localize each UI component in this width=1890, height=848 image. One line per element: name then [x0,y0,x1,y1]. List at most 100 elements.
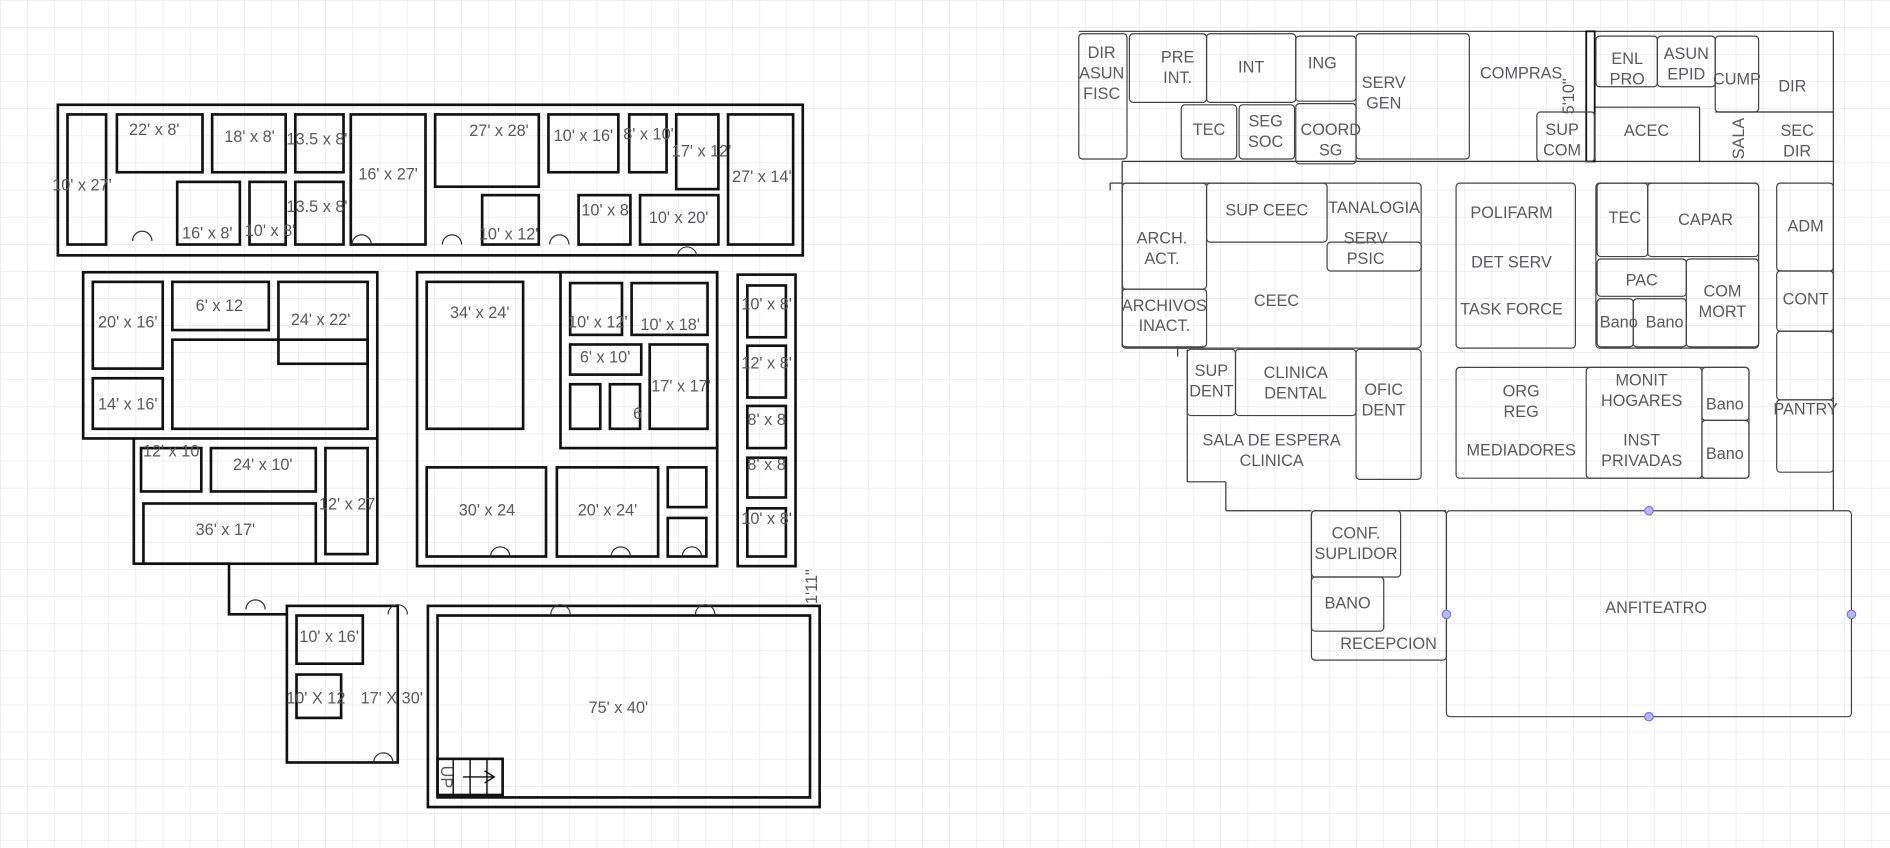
room-label-line: ARCHIVOS [1122,297,1207,315]
room-dimension-label: 30' x 24 [459,502,515,520]
room-label-line: CAPAR [1678,211,1733,229]
room-wall [425,466,548,558]
room-wall [293,180,345,246]
room-box[interactable] [1121,288,1208,348]
room-label-bano4: Bano [1706,445,1744,463]
room-dimension-label: 10' x 27' [52,176,112,194]
room-wall [745,344,788,399]
room-box[interactable] [1128,33,1208,103]
room-label-line: DENT [1189,382,1233,400]
room-wall [115,113,204,174]
room-box[interactable] [1326,241,1422,272]
room-box[interactable] [1234,348,1357,417]
room-label-bano5: BANO [1325,594,1371,612]
resize-handle[interactable] [1644,505,1654,516]
room-label-line: ENL [1611,50,1643,68]
room-label-line: Bano [1646,314,1684,332]
room-label-line: CLINICA [1264,364,1328,382]
room-label-line: DET SERV [1471,253,1552,271]
door-swing [549,234,570,245]
room-label-line: EPID [1667,66,1705,84]
room-box[interactable] [1685,258,1760,348]
room-label-mediadores: MEDIADORES [1467,441,1576,459]
room-box[interactable] [1536,111,1596,163]
room-label-serv-psic: SERV PSIC [1344,229,1388,267]
room-label-tec2: TEC [1609,209,1642,227]
room-wall [630,281,709,337]
room-label-line: COM [1703,282,1741,300]
room-dimension-label: 14' x 16' [98,396,158,414]
room-label-line: TANALOGIA [1328,199,1420,217]
building-outer-wall [81,270,379,440]
room-box[interactable] [1776,330,1834,401]
room-box[interactable] [1647,182,1760,258]
resize-handle[interactable] [1846,609,1857,620]
room-box[interactable] [1776,399,1834,473]
room-wall [209,446,318,493]
room-box[interactable] [1180,104,1238,160]
room-box[interactable] [1455,182,1577,349]
room-label-line: SUP [1195,362,1228,380]
door-swing [681,546,703,557]
room-box[interactable] [1238,104,1296,160]
room-label-line: ADM [1788,217,1824,235]
room-box[interactable] [1355,348,1422,481]
room-dimension-label: 12' x 10 [143,443,199,461]
room-box[interactable] [1310,510,1402,578]
room-label-line: Bano [1706,396,1744,414]
room-label-line: PSIC [1347,250,1385,268]
room-label-line: SERV [1344,229,1388,247]
room-dimension-label: 13.5 x 8' [287,198,348,216]
door-swing [373,752,394,763]
room-dimension-label: 16' x 8' [182,225,233,243]
room-dimension-label: 10' x 16' [299,628,359,646]
room-wall [577,193,632,246]
room-wall [210,113,287,174]
room-box[interactable] [1310,576,1385,632]
room-label-adm: ADM [1788,217,1824,235]
room-label-line: PRO [1610,70,1645,88]
room-wall [608,382,642,431]
room-label-line: PRIVADAS [1601,452,1682,470]
room-dimension-label: 20' x 24' [578,502,638,520]
room-box[interactable] [1205,182,1328,243]
door-swing [245,599,266,610]
room-label-line: GEN [1366,94,1401,112]
room-wall [627,113,668,174]
room-wall [91,376,165,431]
room-label-line: PANTRY [1773,400,1838,418]
room-label-line: PAC [1626,271,1658,289]
room-box[interactable] [1355,33,1470,160]
room-wall [674,113,720,191]
room-wall [666,516,708,558]
room-label-tec1: TEC [1193,121,1226,139]
room-label-bano3: Bano [1706,396,1744,414]
door-swing [441,234,463,245]
dimension-label: 5'10" [1560,78,1578,114]
room-label-line: TASK FORCE [1460,300,1563,318]
room-wall [745,456,788,499]
resize-handle[interactable] [1441,609,1452,620]
room-wall [277,280,369,366]
room-wall [648,343,709,431]
room-wall [436,614,812,799]
room-label-line: ANFITEATRO [1605,599,1707,617]
room-label-line: ING [1308,55,1337,73]
room-label-cont: CONT [1783,291,1829,309]
room-dimension-label: 8' x 10' [623,126,674,144]
room-wall [66,113,108,246]
room-dimension-label: 6' x 10' [580,349,631,367]
room-box[interactable] [1078,33,1128,160]
room-box[interactable] [1701,419,1750,479]
room-label-dir: DIR [1778,78,1806,96]
door-swing [610,546,632,557]
left-floor-plan: 10' x 27'22' x 8'18' x 8'13.5 x 8'13.5 x… [52,103,821,809]
room-wall [139,446,203,493]
room-wall [293,113,345,174]
room-label-line: ORG [1503,382,1540,400]
room-box[interactable] [1714,35,1760,113]
resize-handle[interactable] [1644,711,1654,722]
room-label-anfiteatro: ANFITEATRO [1605,599,1707,617]
